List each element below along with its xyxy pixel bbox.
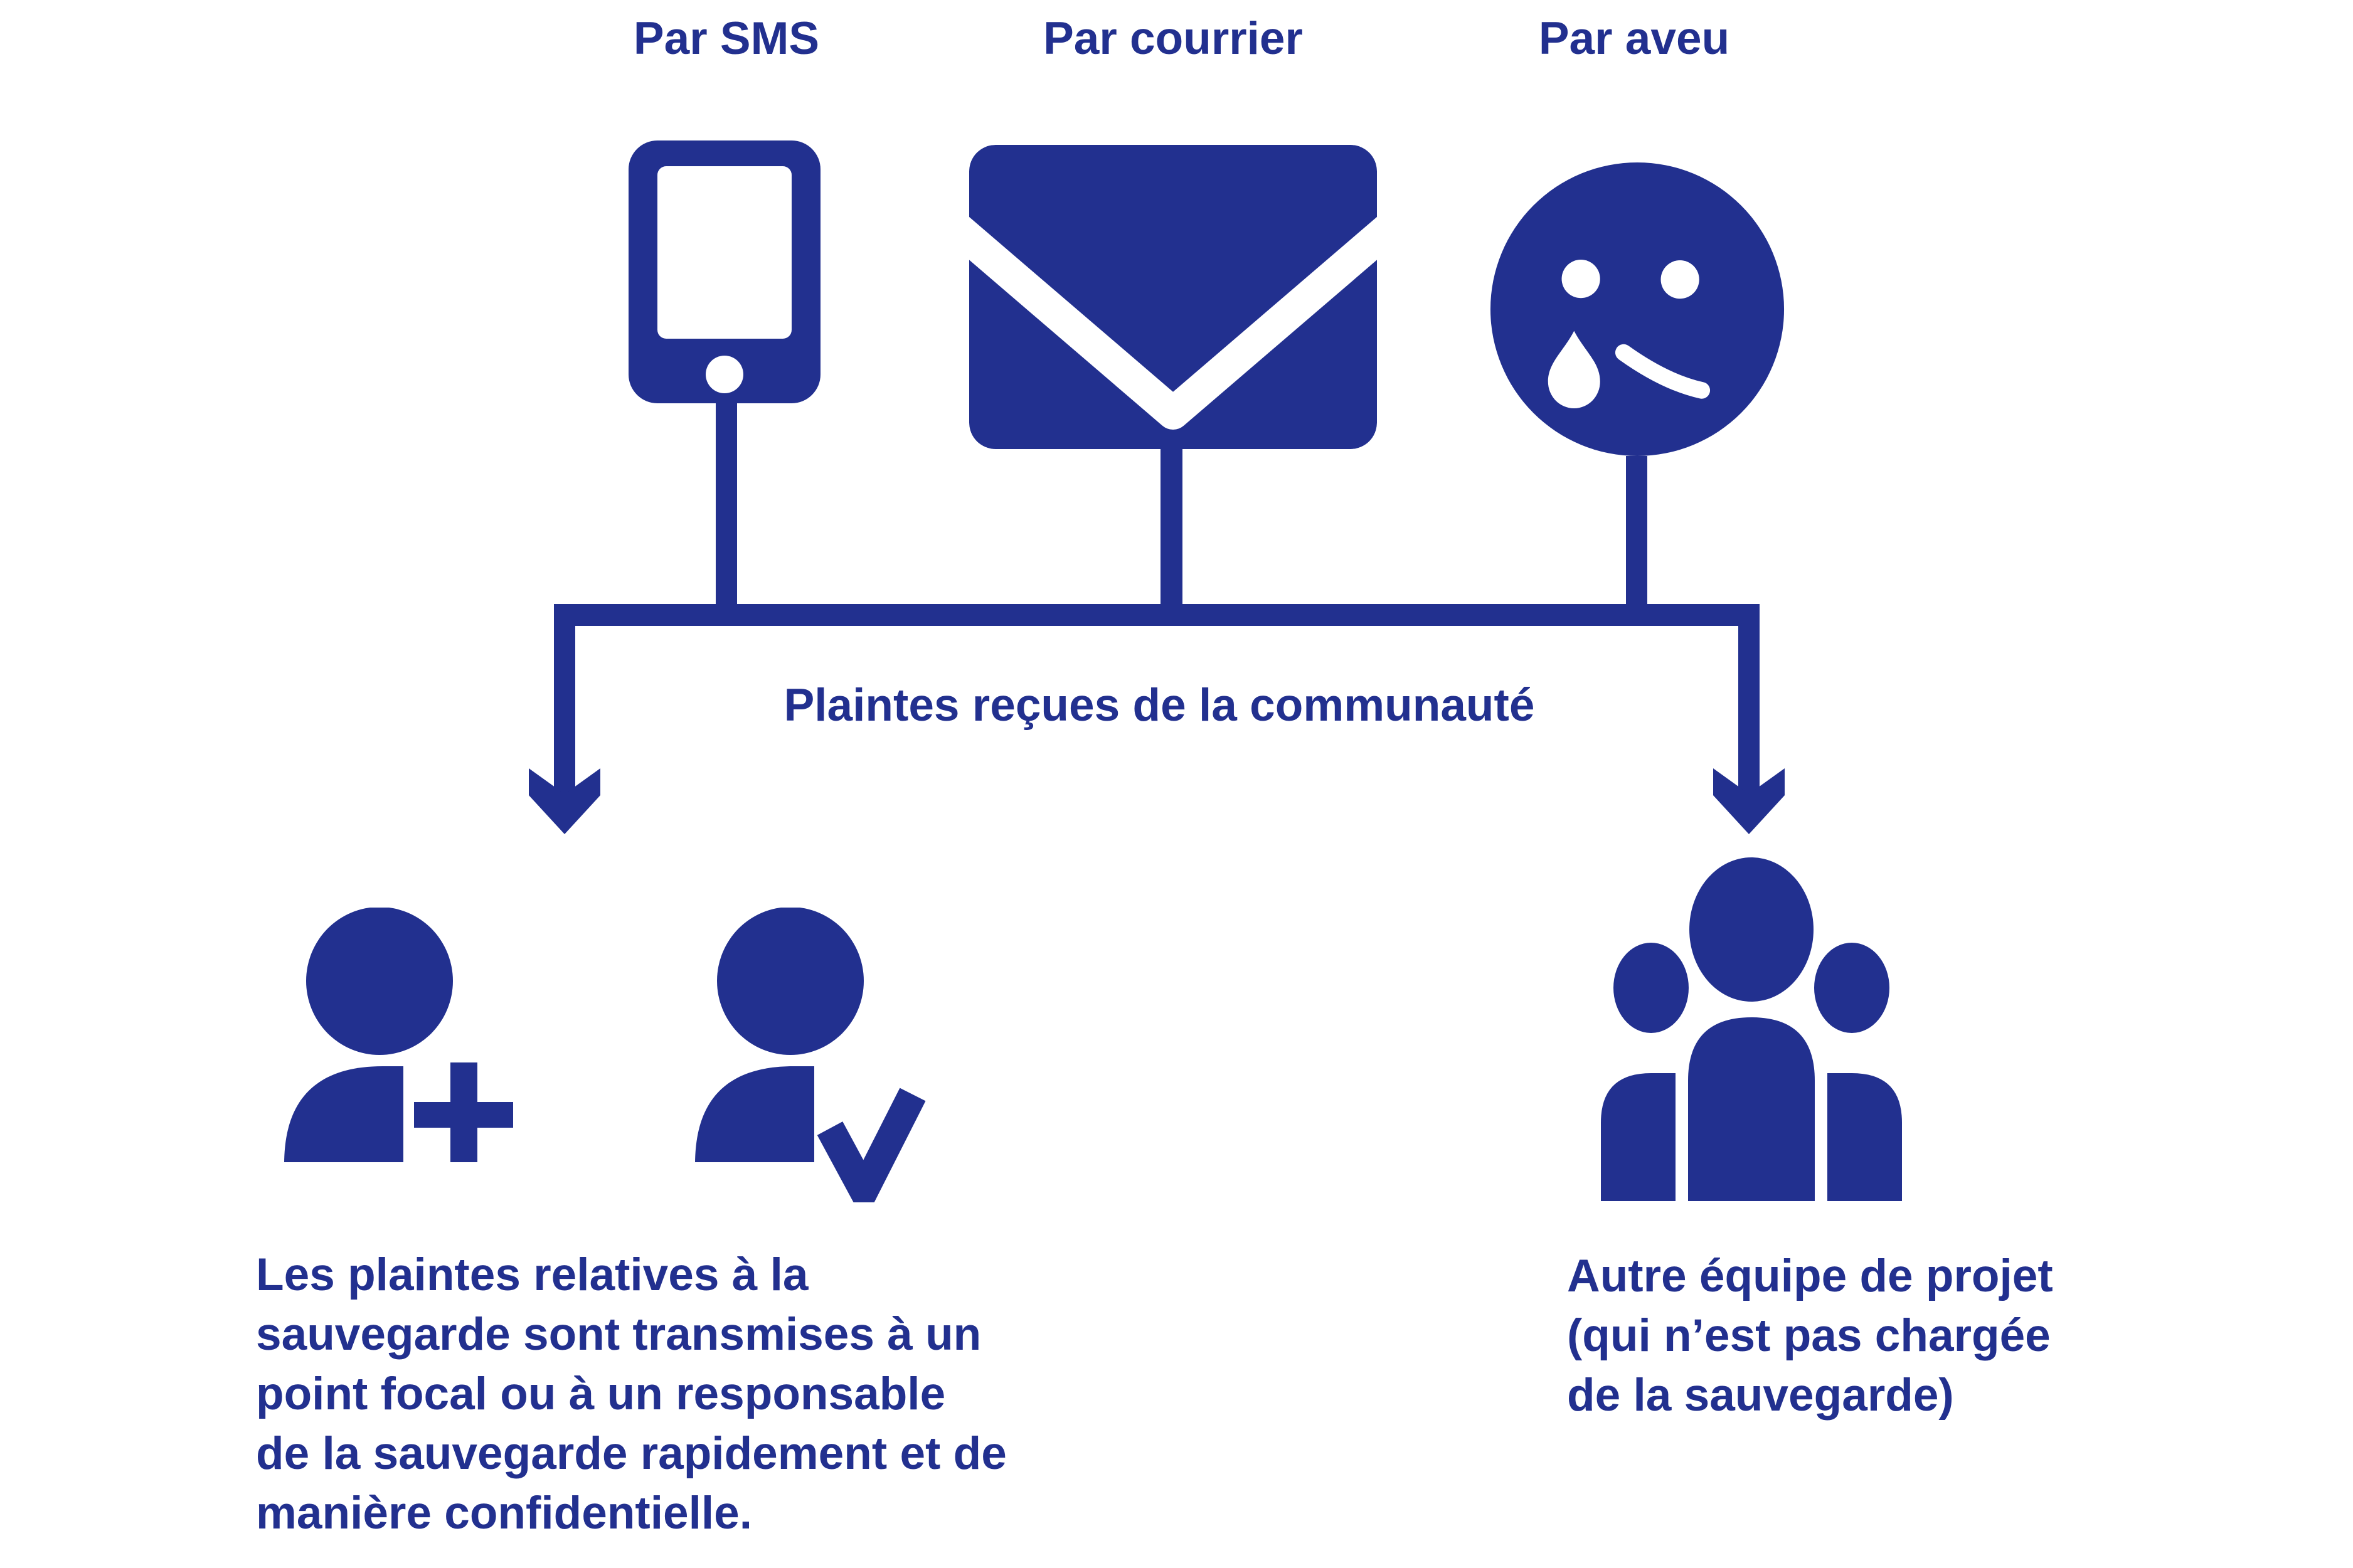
person-check-icon [693,908,932,1202]
smartphone-icon [629,140,821,403]
right-arrow-line [1738,625,1760,795]
other-team-description-line: de la sauvegarde) [1567,1370,1954,1421]
safeguarding-description-line: sauvegarde sont transmises à un [256,1309,982,1360]
connector-stem-sms [716,401,737,605]
person-add-icon [282,908,521,1202]
other-team-description-line: (qui n’est pas chargée [1567,1310,2051,1361]
left-arrow-line [554,625,575,795]
safeguarding-description-line: de la sauvegarde rapidement et de [256,1428,1007,1479]
flow-caption: Plaintes reçues de la communauté [783,680,1535,731]
connector-stem-aveu [1626,456,1647,605]
safeguarding-description-line: Les plaintes relatives à la [256,1249,809,1300]
safeguarding-description-line: manière confidentielle. [256,1488,753,1539]
channel-label-sms: Par SMS [633,13,820,64]
other-team-description-line: Autre équipe de projet [1567,1251,2053,1301]
safeguarding-description: Les plaintes relatives à la sauvegarde s… [256,1245,1007,1543]
other-team-description: Autre équipe de projet (qui n’est pas ch… [1567,1246,2053,1425]
crying-face-icon [1489,161,1786,458]
channel-label-courrier: Par courrier [1043,13,1303,64]
right-arrow-head-icon [1713,768,1785,834]
connector-stem-courrier [1161,447,1182,605]
collector-bar [554,604,1760,626]
envelope-icon [969,145,1377,449]
people-group-icon [1598,853,1905,1201]
channel-label-aveu: Par aveu [1538,13,1730,64]
safeguarding-description-line: point focal ou à un responsable [256,1369,946,1419]
left-arrow-head-icon [529,768,600,834]
